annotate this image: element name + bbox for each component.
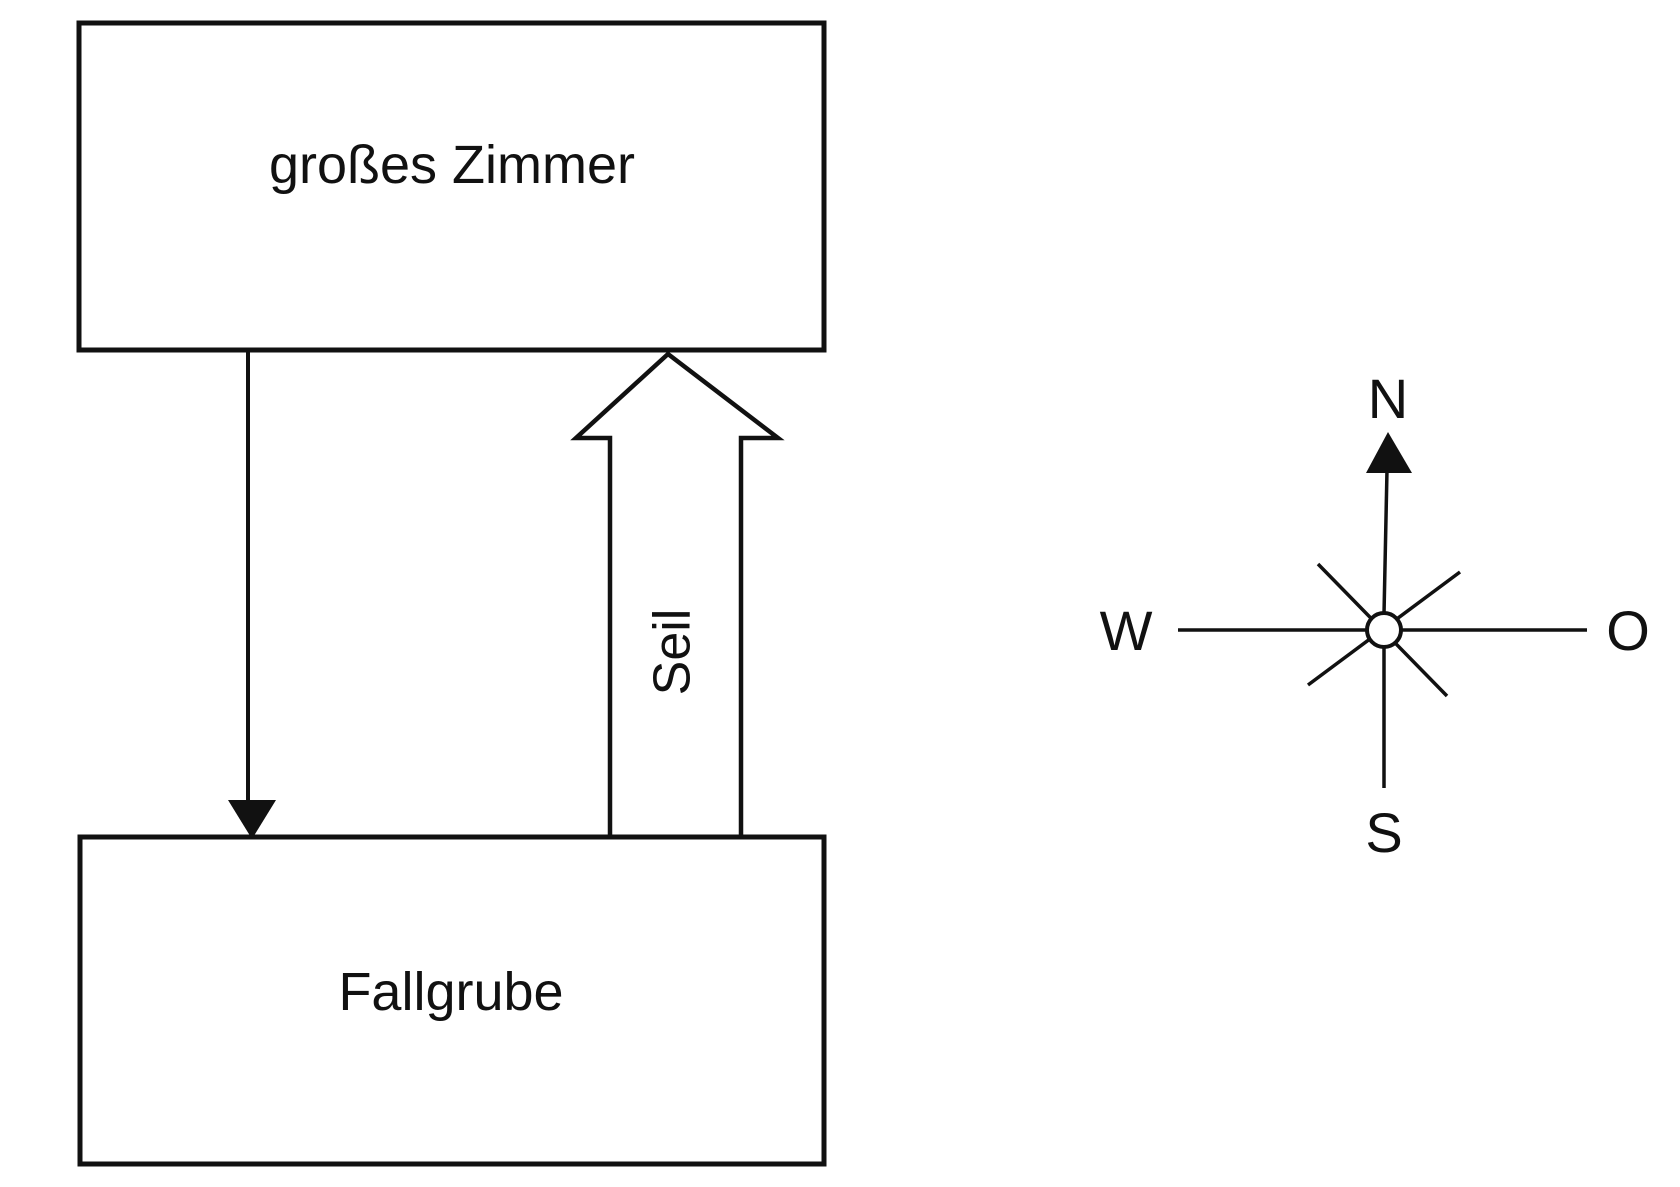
compass-north-line bbox=[1382, 469, 1389, 615]
rope-up-arrow: Seil bbox=[570, 351, 785, 837]
room-grosses-zimmer-box bbox=[76, 20, 827, 353]
arrow-down-icon bbox=[228, 800, 276, 839]
room-fallgrube-box bbox=[77, 834, 827, 1167]
compass-label-west: W bbox=[1100, 599, 1153, 662]
room-grosses-zimmer[interactable]: großes Zimmer bbox=[76, 20, 827, 353]
compass-center-icon bbox=[1365, 611, 1403, 649]
compass-rose: N S W O bbox=[1100, 367, 1650, 864]
compass-label-south: S bbox=[1365, 801, 1402, 864]
rope-up-arrow-outline bbox=[570, 351, 785, 837]
rope-label: Seil bbox=[644, 609, 702, 696]
compass-label-north: N bbox=[1368, 367, 1408, 430]
room-fallgrube[interactable]: Fallgrube bbox=[77, 834, 827, 1167]
room-fallgrube-label: Fallgrube bbox=[338, 962, 563, 1022]
room-grosses-zimmer-label: großes Zimmer bbox=[269, 135, 635, 195]
compass-north-arrow-icon bbox=[1366, 432, 1412, 473]
fall-down-arrow bbox=[228, 350, 276, 839]
compass-label-east: O bbox=[1606, 599, 1650, 662]
